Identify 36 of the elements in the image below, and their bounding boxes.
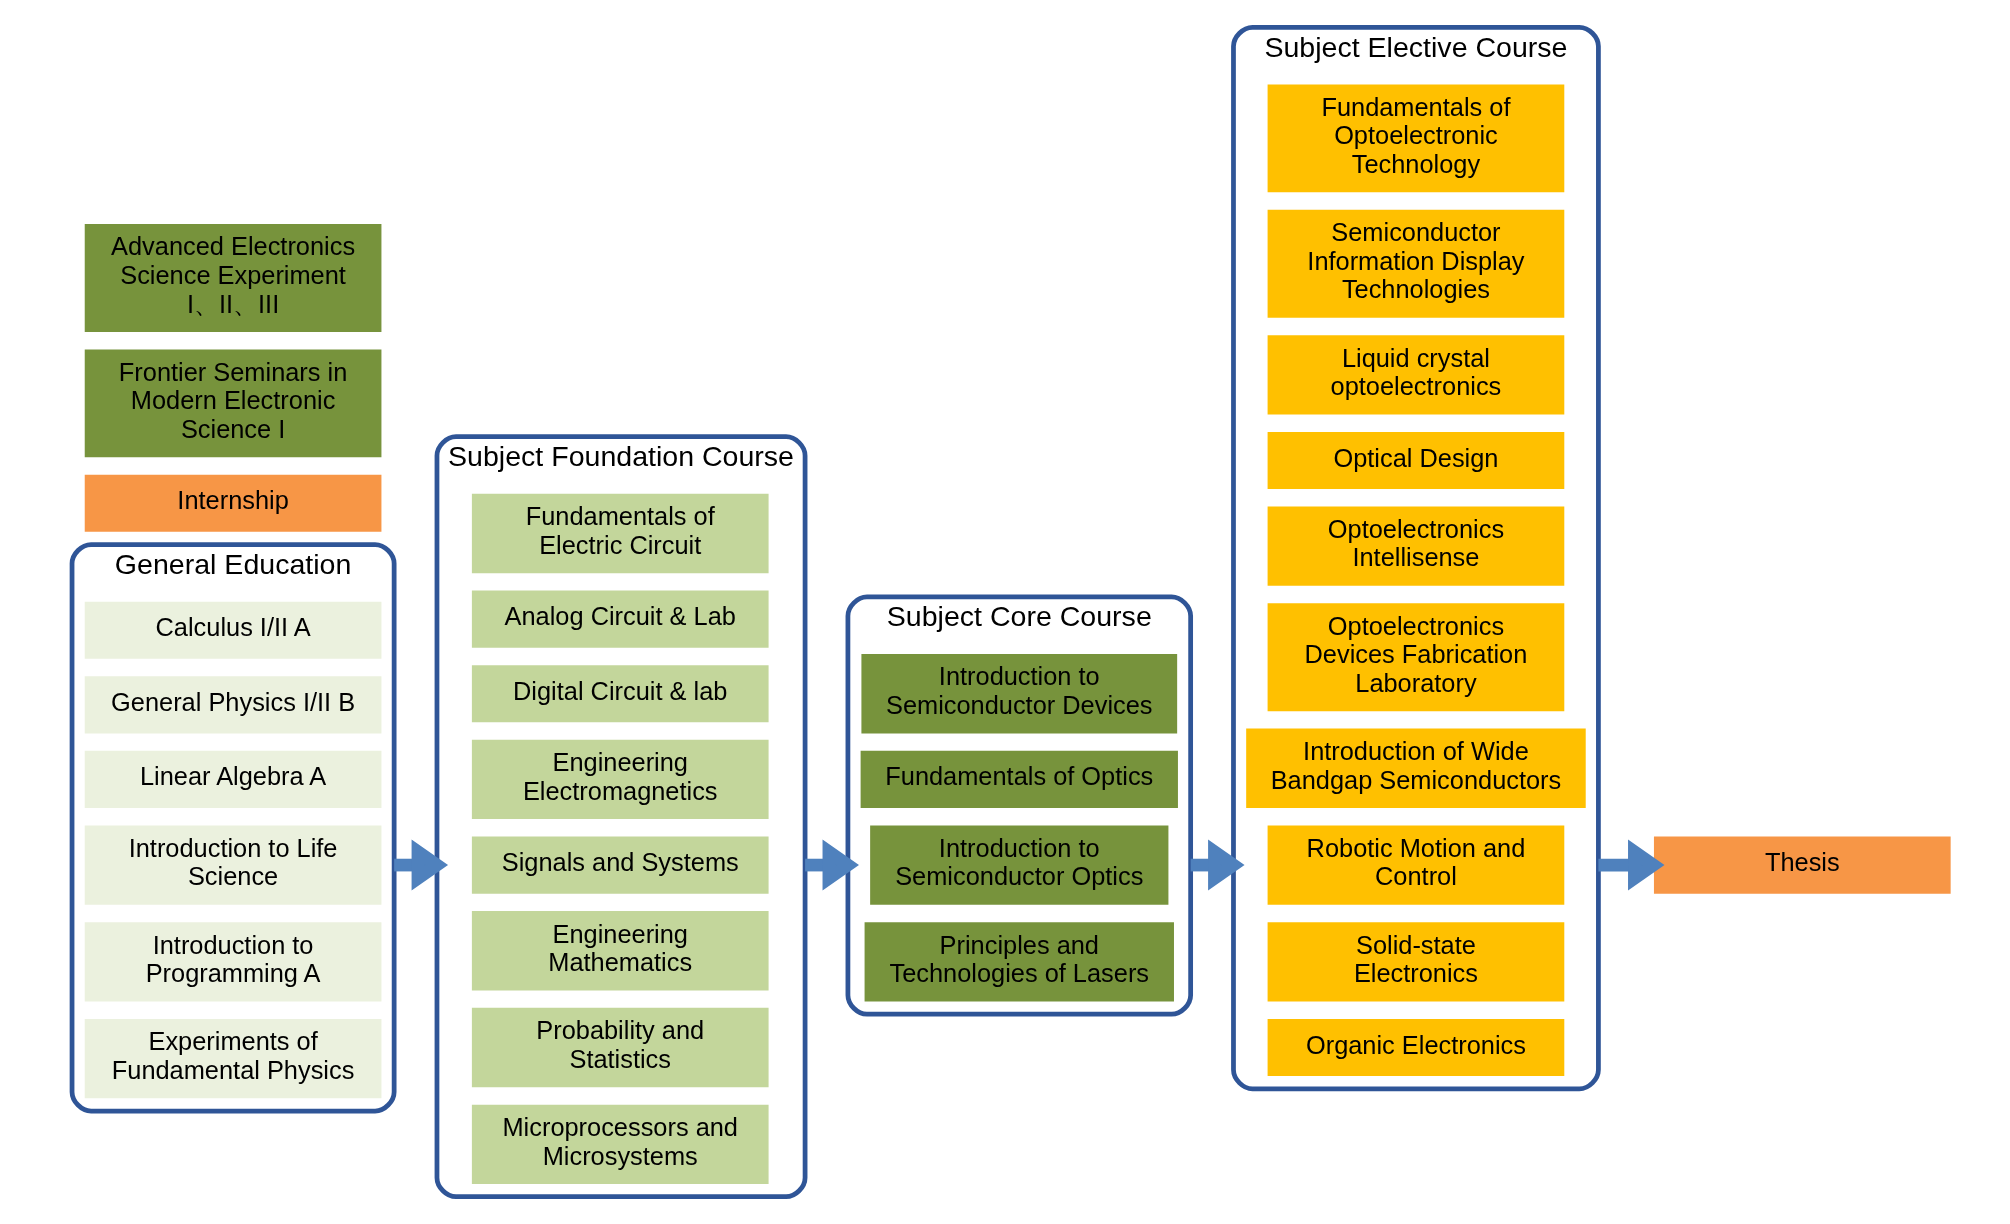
node-box: Microprocessors and Microsystems	[471, 1104, 769, 1184]
node-box: Linear Algebra A	[84, 750, 382, 808]
node-box: Frontier Seminars in Modern Electronic Science I	[84, 349, 382, 458]
node-box: Introduction to Life Science	[84, 825, 382, 905]
node-box: Experiments of Fundamental Physics	[84, 1019, 382, 1099]
node-box: Signals and Systems	[471, 836, 769, 894]
node-box: Analog Circuit & Lab	[471, 590, 769, 648]
node-box: Optoelectronics Devices Fabrication Laboratory	[1267, 603, 1565, 712]
node-box: Digital Circuit & lab	[471, 665, 769, 723]
node-box: Fundamentals of Electric Circuit	[471, 493, 769, 574]
node-box: Organic Electronics	[1267, 1019, 1565, 1077]
node-box: Engineering Electromagnetics	[471, 739, 769, 820]
node-box: Introduction to Semiconductor Optics	[870, 825, 1169, 905]
node-box: Probability and Statistics	[471, 1007, 769, 1088]
arrow	[1190, 839, 1245, 891]
node-box: Introduction to Programming A	[84, 922, 382, 1002]
node-box: Liquid crystal optoelectronics	[1267, 335, 1565, 415]
node-box: Introduction to Semiconductor Devices	[861, 654, 1178, 734]
arrow	[394, 839, 449, 891]
node-box: Optical Design	[1267, 431, 1565, 490]
node-box: Fundamentals of Optoelectronic Technology	[1267, 84, 1565, 193]
node-box: Solid-state Electronics	[1267, 922, 1565, 1002]
node-box: Robotic Motion and Control	[1267, 825, 1565, 905]
node-box: Principles and Technologies of Lasers	[864, 922, 1174, 1002]
node-box: Calculus I/II A	[84, 601, 382, 659]
node-box: General Physics I/II B	[84, 676, 382, 734]
node-box: Semiconductor Information Display Technologies	[1267, 209, 1565, 318]
arrow	[1598, 839, 1665, 891]
node-box: Introduction of Wide Bandgap Semiconductors	[1246, 728, 1586, 808]
node-box: Thesis	[1653, 836, 1951, 894]
node-box: Optoelectronics Intellisense	[1267, 506, 1565, 586]
node-box: Engineering Mathematics	[471, 911, 769, 991]
arrow	[805, 839, 859, 891]
node-box: Internship	[84, 474, 382, 532]
node-box: Advanced Electronics Science Experiment I、II、III	[84, 224, 382, 332]
node-box: Fundamentals of Optics	[860, 750, 1178, 808]
